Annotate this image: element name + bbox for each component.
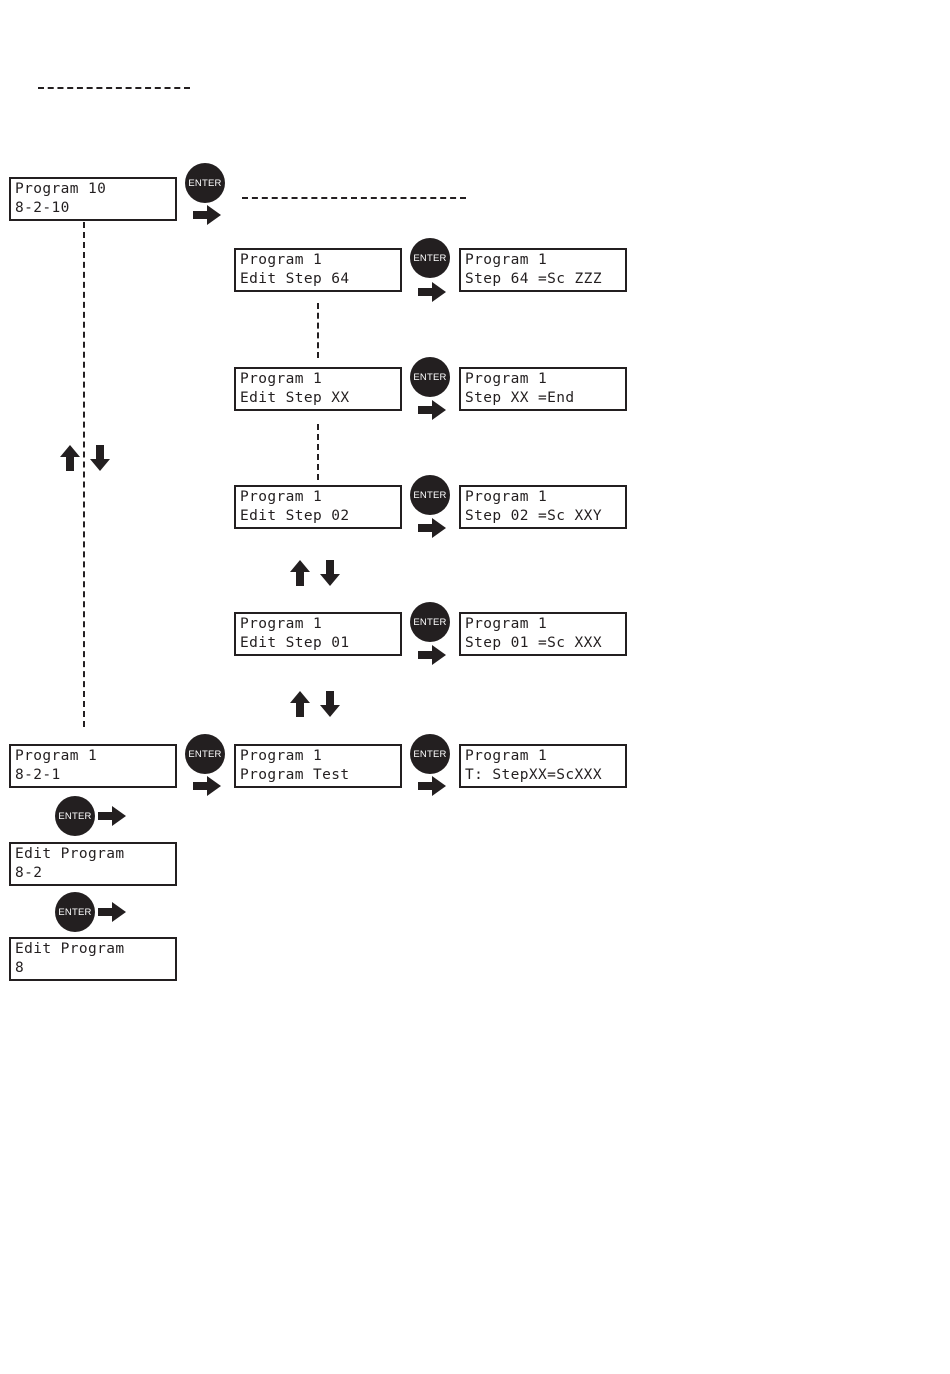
down-arrow-icon bbox=[320, 691, 340, 717]
lcd-line-2: 8 bbox=[15, 960, 25, 976]
lcd-edit-step-02: Program 1 Edit Step 02 bbox=[234, 485, 402, 529]
heading-placeholder-line bbox=[38, 87, 190, 89]
lcd-line-1: Program 1 bbox=[15, 748, 98, 764]
lcd-line-1: Program 1 bbox=[240, 616, 323, 632]
lcd-program-test: Program 1 Program Test bbox=[234, 744, 402, 788]
lcd-line-1: Program 1 bbox=[465, 252, 548, 268]
enter-button-icon: ENTER bbox=[410, 734, 450, 774]
enter-button-icon: ENTER bbox=[410, 357, 450, 397]
right-arrow-icon bbox=[418, 645, 446, 665]
continuation-dashed-line bbox=[242, 197, 466, 199]
enter-button-icon: ENTER bbox=[410, 475, 450, 515]
lcd-line-1: Program 1 bbox=[240, 371, 323, 387]
enter-button-icon: ENTER bbox=[410, 238, 450, 278]
enter-button-icon: ENTER bbox=[410, 602, 450, 642]
lcd-line-2: 8-2-1 bbox=[15, 767, 61, 783]
enter-button-icon: ENTER bbox=[55, 796, 95, 836]
lcd-edit-step-xx: Program 1 Edit Step XX bbox=[234, 367, 402, 411]
enter-button-icon: ENTER bbox=[185, 163, 225, 203]
lcd-program-1: Program 1 8-2-1 bbox=[9, 744, 177, 788]
lcd-edit-step-64: Program 1 Edit Step 64 bbox=[234, 248, 402, 292]
down-arrow-icon bbox=[90, 445, 110, 471]
right-arrow-icon bbox=[98, 902, 126, 922]
right-arrow-icon bbox=[98, 806, 126, 826]
lcd-line-1: Program 1 bbox=[240, 748, 323, 764]
program-list-dashed-connector bbox=[83, 222, 85, 727]
lcd-program-10: Program 10 8-2-10 bbox=[9, 177, 177, 221]
right-arrow-icon bbox=[418, 282, 446, 302]
step-dashed-connector-upper bbox=[317, 303, 319, 358]
lcd-edit-program-8-2: Edit Program 8-2 bbox=[9, 842, 177, 886]
lcd-line-2: 8-2-10 bbox=[15, 200, 70, 216]
lcd-step-64-result: Program 1 Step 64 =Sc ZZZ bbox=[459, 248, 627, 292]
lcd-step-02-result: Program 1 Step 02 =Sc XXY bbox=[459, 485, 627, 529]
lcd-test-result: Program 1 T: StepXX=ScXXX bbox=[459, 744, 627, 788]
lcd-line-2: Step 02 =Sc XXY bbox=[465, 508, 602, 524]
lcd-step-xx-result: Program 1 Step XX =End bbox=[459, 367, 627, 411]
lcd-line-1: Edit Program bbox=[15, 941, 125, 957]
down-arrow-icon bbox=[320, 560, 340, 586]
up-arrow-icon bbox=[290, 691, 310, 717]
lcd-line-1: Program 1 bbox=[240, 489, 323, 505]
lcd-line-1: Edit Program bbox=[15, 846, 125, 862]
enter-button-icon: ENTER bbox=[55, 892, 95, 932]
lcd-line-1: Program 1 bbox=[465, 748, 548, 764]
lcd-line-1: Program 1 bbox=[465, 489, 548, 505]
right-arrow-icon bbox=[418, 776, 446, 796]
lcd-line-2: Edit Step 02 bbox=[240, 508, 350, 524]
right-arrow-icon bbox=[418, 518, 446, 538]
lcd-line-2: Step 64 =Sc ZZZ bbox=[465, 271, 602, 287]
lcd-line-2: Step 01 =Sc XXX bbox=[465, 635, 602, 651]
lcd-line-2: Program Test bbox=[240, 767, 350, 783]
enter-button-icon: ENTER bbox=[185, 734, 225, 774]
up-arrow-icon bbox=[60, 445, 80, 471]
lcd-line-2: Edit Step XX bbox=[240, 390, 350, 406]
lcd-line-1: Program 1 bbox=[465, 371, 548, 387]
lcd-step-01-result: Program 1 Step 01 =Sc XXX bbox=[459, 612, 627, 656]
lcd-line-2: Edit Step 01 bbox=[240, 635, 350, 651]
lcd-line-1: Program 1 bbox=[240, 252, 323, 268]
step-dashed-connector-lower bbox=[317, 424, 319, 480]
lcd-edit-program-8: Edit Program 8 bbox=[9, 937, 177, 981]
lcd-line-2: 8-2 bbox=[15, 865, 43, 881]
lcd-edit-step-01: Program 1 Edit Step 01 bbox=[234, 612, 402, 656]
lcd-line-2: Edit Step 64 bbox=[240, 271, 350, 287]
lcd-line-1: Program 10 bbox=[15, 181, 107, 197]
right-arrow-icon bbox=[193, 205, 221, 225]
lcd-line-2: Step XX =End bbox=[465, 390, 575, 406]
right-arrow-icon bbox=[418, 400, 446, 420]
right-arrow-icon bbox=[193, 776, 221, 796]
up-arrow-icon bbox=[290, 560, 310, 586]
lcd-line-1: Program 1 bbox=[465, 616, 548, 632]
lcd-line-2: T: StepXX=ScXXX bbox=[465, 767, 602, 783]
